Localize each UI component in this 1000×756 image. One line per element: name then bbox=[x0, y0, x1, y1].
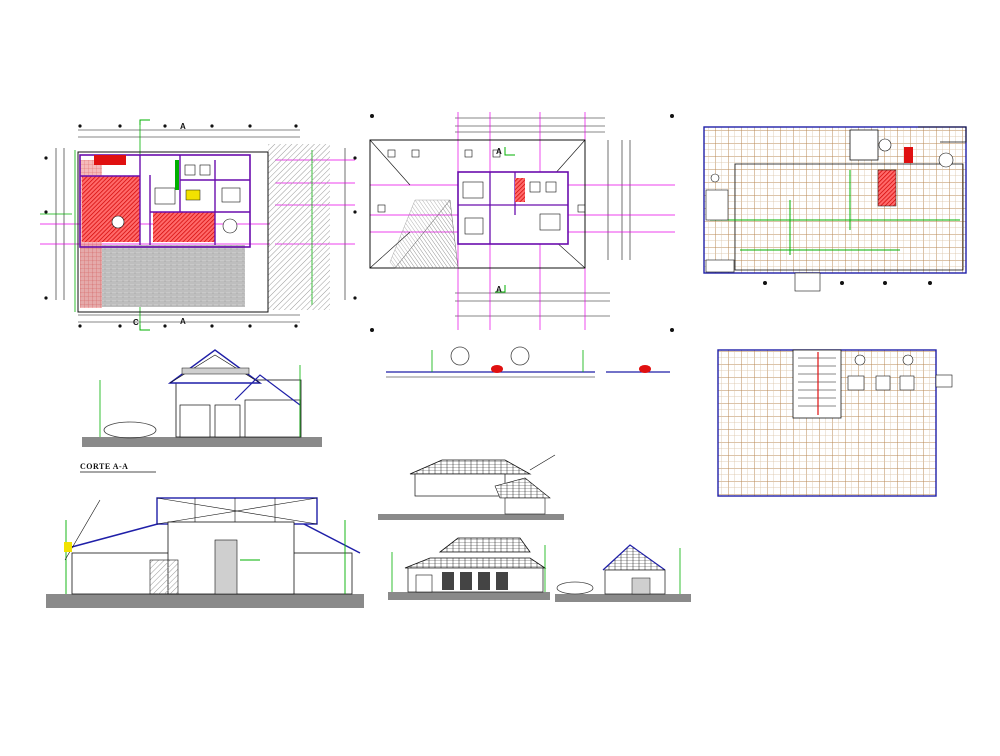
ground-floor-plan bbox=[40, 119, 357, 331]
rear-elevation bbox=[388, 537, 550, 600]
small-side-elevation bbox=[555, 544, 691, 602]
section-a-a bbox=[46, 471, 364, 608]
cut-marker-top-plan1: A bbox=[180, 122, 186, 131]
upper-floor-plan bbox=[369, 112, 675, 332]
cut-marker-bottom-plan2: A bbox=[496, 285, 502, 294]
cut-marker-top-plan2: A bbox=[496, 147, 502, 156]
axis-letter-plan1: C bbox=[133, 318, 139, 327]
cut-marker-bottom-plan1: A bbox=[180, 317, 186, 326]
side-elevation bbox=[82, 349, 322, 447]
section-title: CORTE A-A bbox=[80, 462, 129, 471]
front-elevation bbox=[378, 454, 564, 520]
floor-tile-plan-ground bbox=[703, 126, 967, 292]
floor-tile-plan-upper bbox=[717, 349, 953, 497]
street-elevation bbox=[386, 346, 670, 378]
